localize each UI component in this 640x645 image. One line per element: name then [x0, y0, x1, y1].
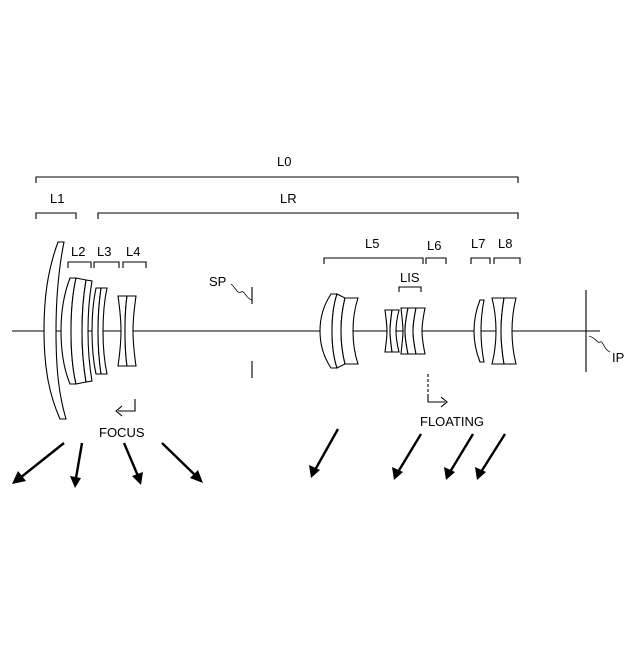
label-focus: FOCUS [99, 425, 145, 440]
label-lis: LIS [400, 270, 420, 285]
pointer-arrow-1 [12, 443, 64, 484]
label-l1: L1 [50, 191, 64, 206]
label-l4: L4 [126, 244, 140, 259]
bracket-l4 [123, 262, 146, 268]
label-l0: L0 [277, 154, 291, 169]
pointer-arrow-5 [309, 429, 338, 478]
bracket-l6 [426, 258, 446, 264]
label-sp: SP [209, 274, 226, 289]
label-lr: LR [280, 191, 297, 206]
ip-leader [589, 336, 610, 352]
bracket-l0 [36, 177, 518, 183]
pointer-arrow-8 [475, 434, 505, 480]
pointer-arrow-7 [444, 434, 473, 480]
label-floating: FLOATING [420, 414, 484, 429]
pointer-arrow-4 [162, 443, 203, 483]
bracket-l5 [324, 258, 423, 264]
bracket-lr [98, 213, 518, 219]
bracket-l8 [494, 258, 520, 264]
label-l2: L2 [71, 244, 85, 259]
label-l7: L7 [471, 236, 485, 251]
stop-leader [231, 284, 252, 300]
focus-arrow-stem [118, 399, 135, 411]
label-l3: L3 [97, 244, 111, 259]
label-l5: L5 [365, 236, 379, 251]
bracket-lis [399, 287, 421, 292]
bracket-l7 [471, 258, 490, 264]
bracket-l2 [68, 262, 91, 268]
label-ip: IP [612, 350, 624, 365]
bracket-l1 [36, 213, 76, 219]
pointer-arrow-6 [392, 434, 421, 480]
pointer-arrow-3 [124, 443, 143, 485]
bracket-l3 [94, 262, 119, 268]
pointer-arrow-2 [70, 443, 82, 488]
label-l6: L6 [427, 238, 441, 253]
label-l8: L8 [498, 236, 512, 251]
